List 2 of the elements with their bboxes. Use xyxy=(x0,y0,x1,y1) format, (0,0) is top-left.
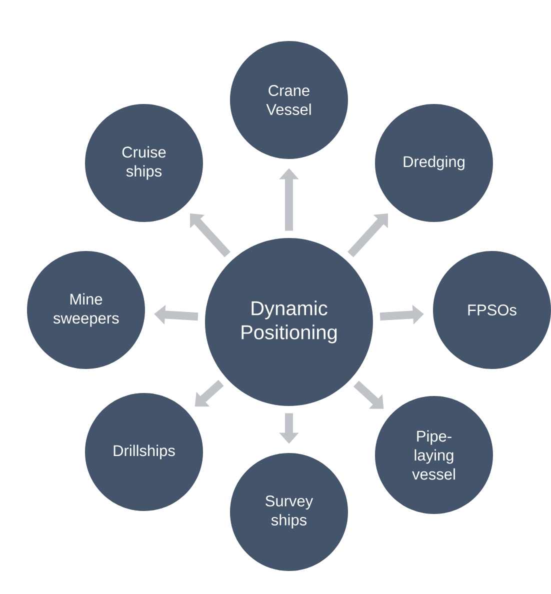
arrow xyxy=(354,380,384,409)
arrow xyxy=(194,380,224,406)
